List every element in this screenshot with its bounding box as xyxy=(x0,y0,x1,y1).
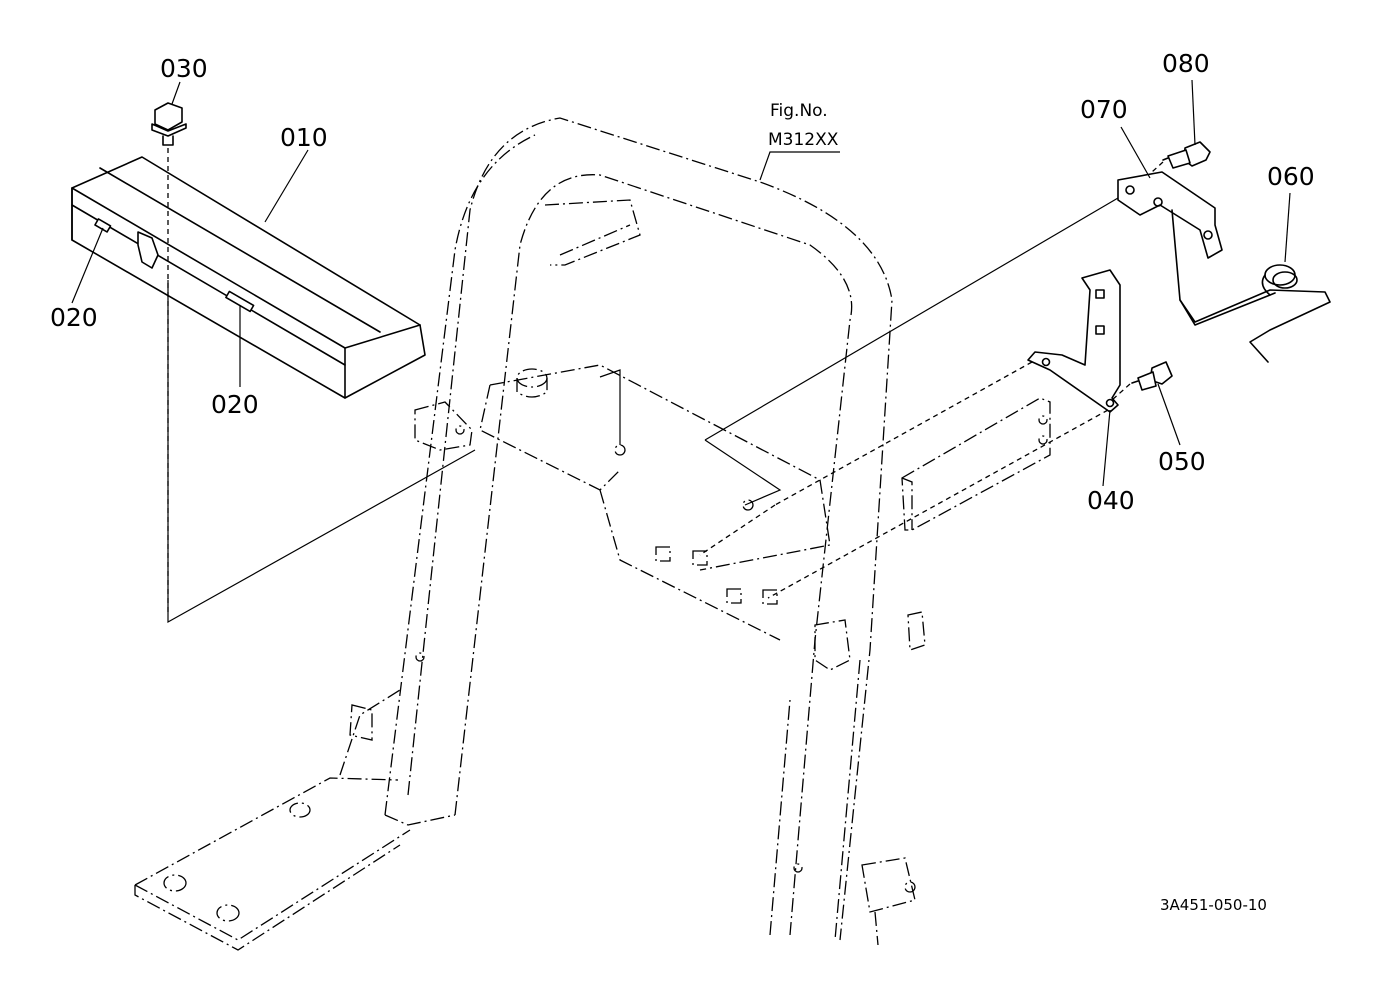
drawing-code: 3A451-050-10 xyxy=(1160,896,1267,914)
figure-reference: Fig.No. M312XX 3A451-050-10 xyxy=(768,101,1267,914)
bracket-040 xyxy=(1027,269,1121,413)
callout-020-left: 020 xyxy=(50,303,98,332)
callout-040: 040 xyxy=(1087,486,1135,515)
rops-frame xyxy=(134,117,1051,951)
bolt-050 xyxy=(1131,361,1173,391)
bracket-070 xyxy=(1117,171,1223,259)
leader-lines xyxy=(71,79,1291,624)
callout-080: 080 xyxy=(1162,49,1210,78)
fig-no-label: Fig.No. xyxy=(770,101,828,121)
spring-pin-060 xyxy=(1171,209,1331,363)
tool-box-010 xyxy=(71,156,426,399)
callout-010: 010 xyxy=(280,123,328,152)
screw-080 xyxy=(1162,141,1211,169)
callout-070: 070 xyxy=(1080,95,1128,124)
bolt-030 xyxy=(151,102,187,146)
fig-no-value: M312XX xyxy=(768,130,839,150)
callout-030: 030 xyxy=(160,54,208,83)
callout-060: 060 xyxy=(1267,162,1315,191)
callout-050: 050 xyxy=(1158,447,1206,476)
callouts: 030 010 020 020 080 070 060 050 040 xyxy=(50,49,1315,515)
callout-020-bottom: 020 xyxy=(211,390,259,419)
